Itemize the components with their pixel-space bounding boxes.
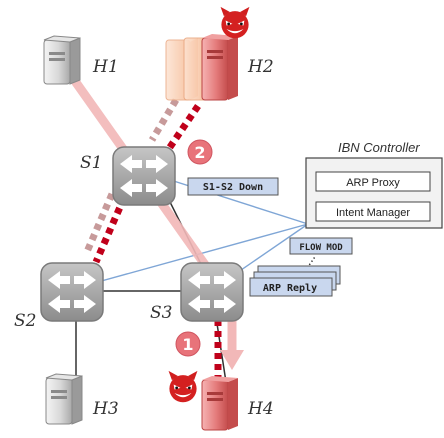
server-icon (43, 35, 81, 85)
host-label-h1: H1 (92, 57, 119, 77)
switch-label-s2: S2 (14, 311, 36, 331)
host-label-h4: H4 (247, 399, 274, 419)
step-badge-1: 1 (175, 331, 201, 357)
server-icon (201, 376, 238, 431)
intent-manager-module (315, 201, 431, 222)
arp-proxy-label: ARP Proxy (346, 177, 400, 189)
host-label-h3: H3 (92, 399, 119, 419)
step-number-1: 1 (182, 335, 193, 354)
switch-label-s1: S1 (80, 153, 102, 173)
message-arp-reply-stack: ARP Reply (249, 265, 341, 297)
message-link-down: S1-S2 Down (187, 177, 279, 196)
host-h3: H3 (45, 373, 119, 425)
message-flow-mod-text: FLOW MOD (299, 243, 343, 253)
switch-icon (112, 146, 176, 206)
switch-icon (40, 262, 104, 322)
message-link-down-text: S1-S2 Down (203, 182, 263, 193)
arp-proxy-module (315, 171, 431, 192)
switch-label-s3: S3 (150, 303, 172, 323)
step-badge-2: 2 (187, 139, 213, 165)
host-h4: H4 (168, 370, 274, 431)
attacker-traffic-s1-s2 (82, 192, 128, 264)
switch-s1: S1 (80, 146, 176, 206)
ibn-controller: IBN Controller ARP Proxy Intent Manager (305, 140, 443, 229)
switch-s3: S3 (150, 262, 244, 323)
server-icon (45, 373, 83, 425)
controller-title: IBN Controller (338, 140, 420, 155)
host-label-h2: H2 (247, 57, 274, 77)
server-icon (201, 34, 238, 101)
switch-icon (180, 262, 244, 322)
control-line-s1 (157, 175, 309, 225)
devil-icon (168, 370, 198, 403)
message-flow-mod: FLOW MOD (289, 237, 353, 255)
message-arp-reply-text: ARP Reply (263, 283, 317, 294)
switch-s2: S2 (14, 262, 104, 331)
intent-manager-label: Intent Manager (336, 207, 410, 219)
step-number-2: 2 (194, 143, 205, 162)
host-h1: H1 (43, 35, 119, 85)
host-h2: H2 (201, 6, 274, 101)
control-line-s2 (75, 223, 309, 289)
attack-arrow-head (220, 350, 244, 370)
devil-icon (220, 6, 250, 39)
attacker-traffic-h2-s1 (148, 98, 201, 152)
